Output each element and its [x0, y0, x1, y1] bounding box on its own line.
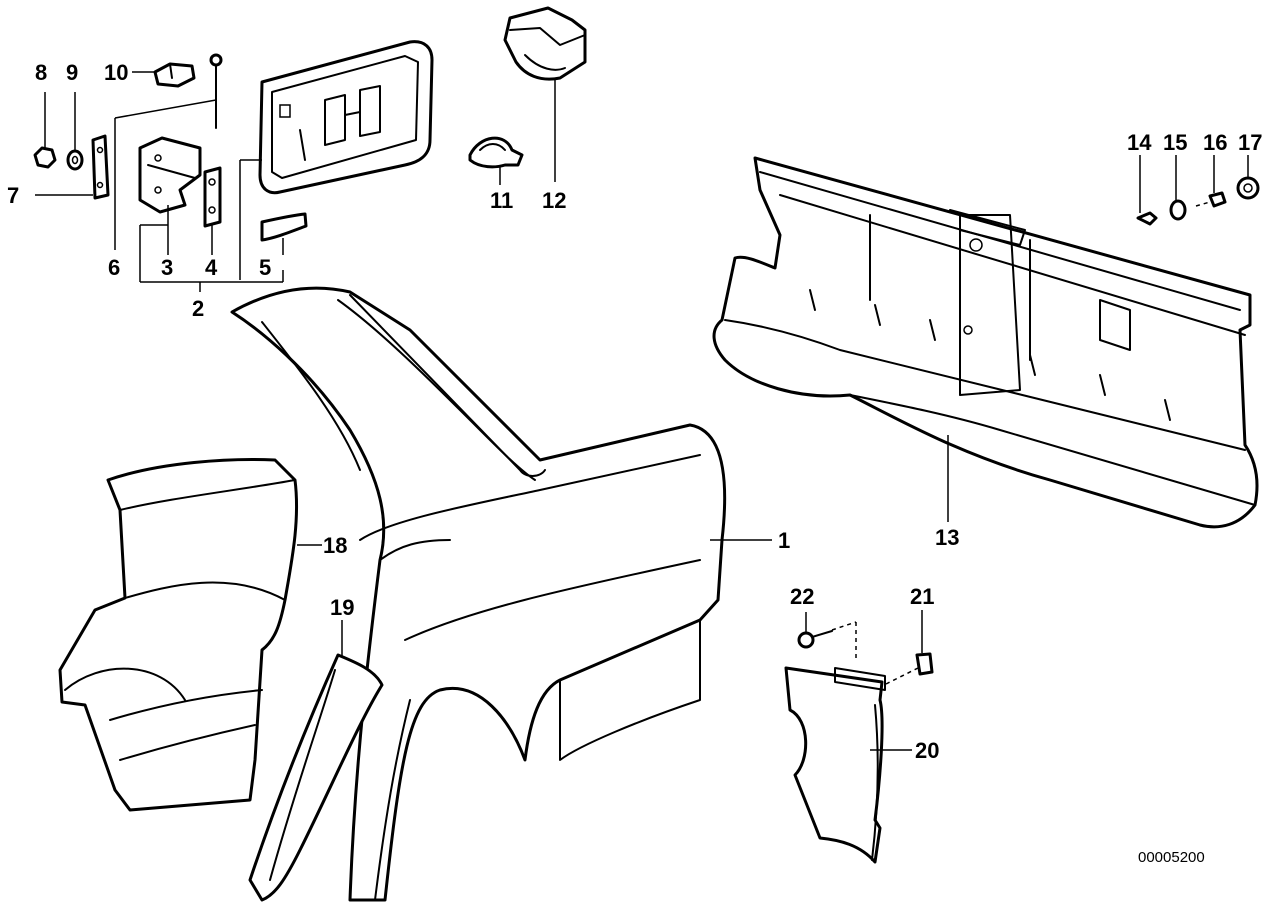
- part-18-door-panel: [58, 458, 299, 812]
- part-5-clip: [260, 212, 308, 242]
- callout-3: 3: [161, 255, 173, 280]
- callout-2: 2: [192, 296, 204, 321]
- callout-13: 13: [935, 525, 959, 550]
- part-21-nut: [915, 652, 934, 676]
- part-19-trim-strip: [248, 653, 384, 902]
- callout-9: 9: [66, 60, 78, 85]
- part-17-grommet: [1236, 176, 1260, 200]
- callout-22: 22: [790, 584, 814, 609]
- callout-15: 15: [1163, 130, 1187, 155]
- callout-21: 21: [910, 584, 934, 609]
- callout-labels: 1 2 3 4 5 6 7 8 9 10 11 12 13 14 15 16 1…: [7, 60, 1262, 763]
- part-12-bracket: [503, 6, 587, 81]
- part-10-clip: [153, 62, 196, 88]
- leader-lines: [35, 71, 1249, 751]
- callout-4: 4: [205, 255, 218, 280]
- callout-18: 18: [323, 533, 347, 558]
- part-13-rear-panel: [712, 156, 1259, 529]
- part-9-washer: [66, 149, 84, 171]
- part-11-cap: [468, 136, 524, 169]
- part-7-plate: [91, 134, 110, 200]
- callout-19: 19: [330, 595, 354, 620]
- callout-11: 11: [490, 188, 513, 213]
- part-8-nut: [33, 146, 57, 169]
- part-16-screw: [1195, 191, 1227, 208]
- callout-8: 8: [35, 60, 47, 85]
- callout-7: 7: [7, 183, 19, 208]
- callout-14: 14: [1127, 130, 1152, 155]
- callout-12: 12: [542, 188, 566, 213]
- part-fuel-flap: [258, 40, 434, 195]
- callout-20: 20: [915, 738, 939, 763]
- callout-16: 16: [1203, 130, 1227, 155]
- part-14-bolt: [1136, 211, 1158, 226]
- part-3-hinge: [138, 136, 202, 214]
- part-4-plate: [203, 166, 222, 228]
- callout-5: 5: [259, 255, 271, 280]
- part-22-screw: [797, 621, 919, 685]
- part-20-mud-flap: [784, 666, 886, 864]
- diagram-number: 00005200: [1138, 849, 1205, 866]
- callout-17: 17: [1238, 130, 1262, 155]
- part-1-side-panel: [230, 286, 727, 902]
- part-rod: [209, 53, 223, 129]
- callout-6: 6: [108, 255, 120, 280]
- callout-1: 1: [778, 528, 790, 553]
- callout-10: 10: [104, 60, 128, 85]
- part-15-washer: [1169, 199, 1187, 221]
